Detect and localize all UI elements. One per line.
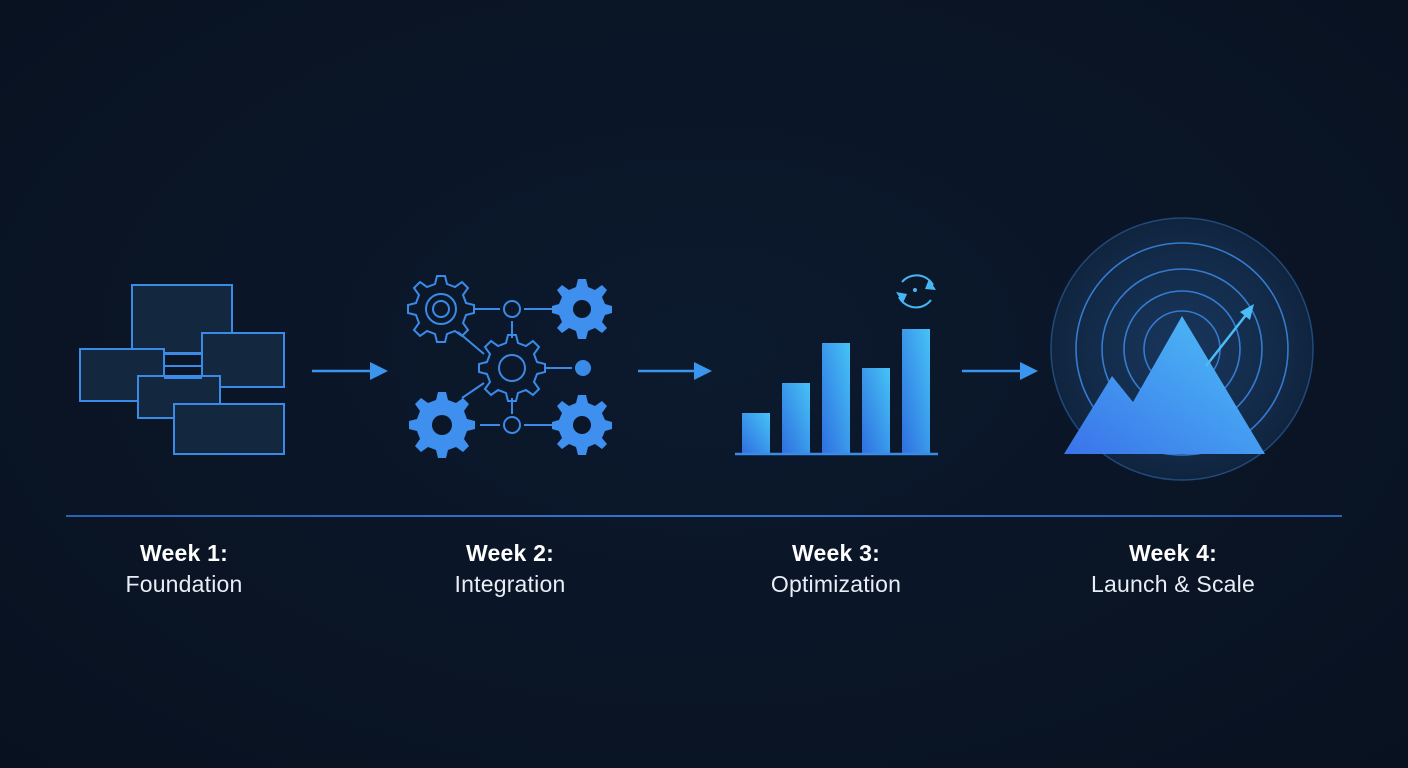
- step-title: Optimization: [770, 571, 902, 597]
- step-label-week-3: Week 3: Optimization: [696, 538, 976, 600]
- step-week: Week 1:: [140, 540, 228, 566]
- stacked-panels-icon: [79, 284, 285, 455]
- trend-arrow-icon: [1205, 304, 1254, 367]
- arrow-right-icon: [312, 362, 388, 380]
- timeline-divider: [66, 515, 1342, 517]
- step-title: Launch & Scale: [1091, 571, 1255, 597]
- bar-chart-refresh-icon: [735, 274, 938, 456]
- connected-gears-icon: [407, 275, 612, 458]
- step-week: Week 4:: [1129, 540, 1217, 566]
- refresh-icon: [896, 274, 936, 309]
- step-title: Foundation: [125, 571, 243, 597]
- step-week: Week 2:: [466, 540, 554, 566]
- step-week: Week 3:: [792, 540, 880, 566]
- arrow-right-icon: [638, 362, 712, 380]
- step-label-week-2: Week 2: Integration: [370, 538, 650, 600]
- step-title: Integration: [454, 571, 566, 597]
- mountain-radar-icon: [1050, 217, 1314, 481]
- step-label-week-4: Week 4: Launch & Scale: [1033, 538, 1313, 600]
- arrow-right-icon: [962, 362, 1038, 380]
- step-label-week-1: Week 1: Foundation: [44, 538, 324, 600]
